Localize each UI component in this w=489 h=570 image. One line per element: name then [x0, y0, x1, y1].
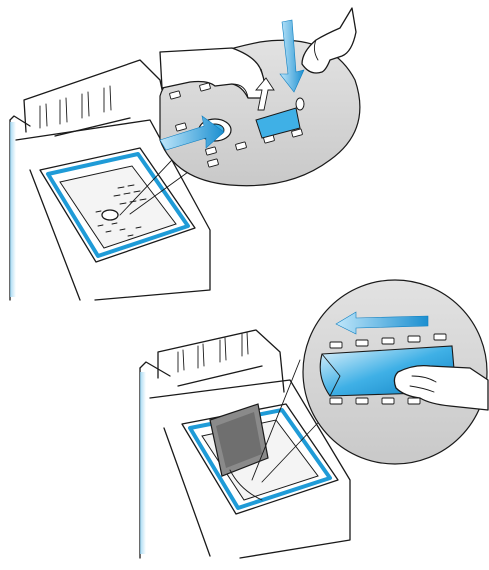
drum-filter-slot [102, 210, 118, 220]
step-remove-filter [10, 8, 360, 300]
filter-slot-magnified [303, 280, 488, 464]
step-reinsert-filter [140, 280, 488, 558]
hand-right-top [302, 8, 356, 73]
